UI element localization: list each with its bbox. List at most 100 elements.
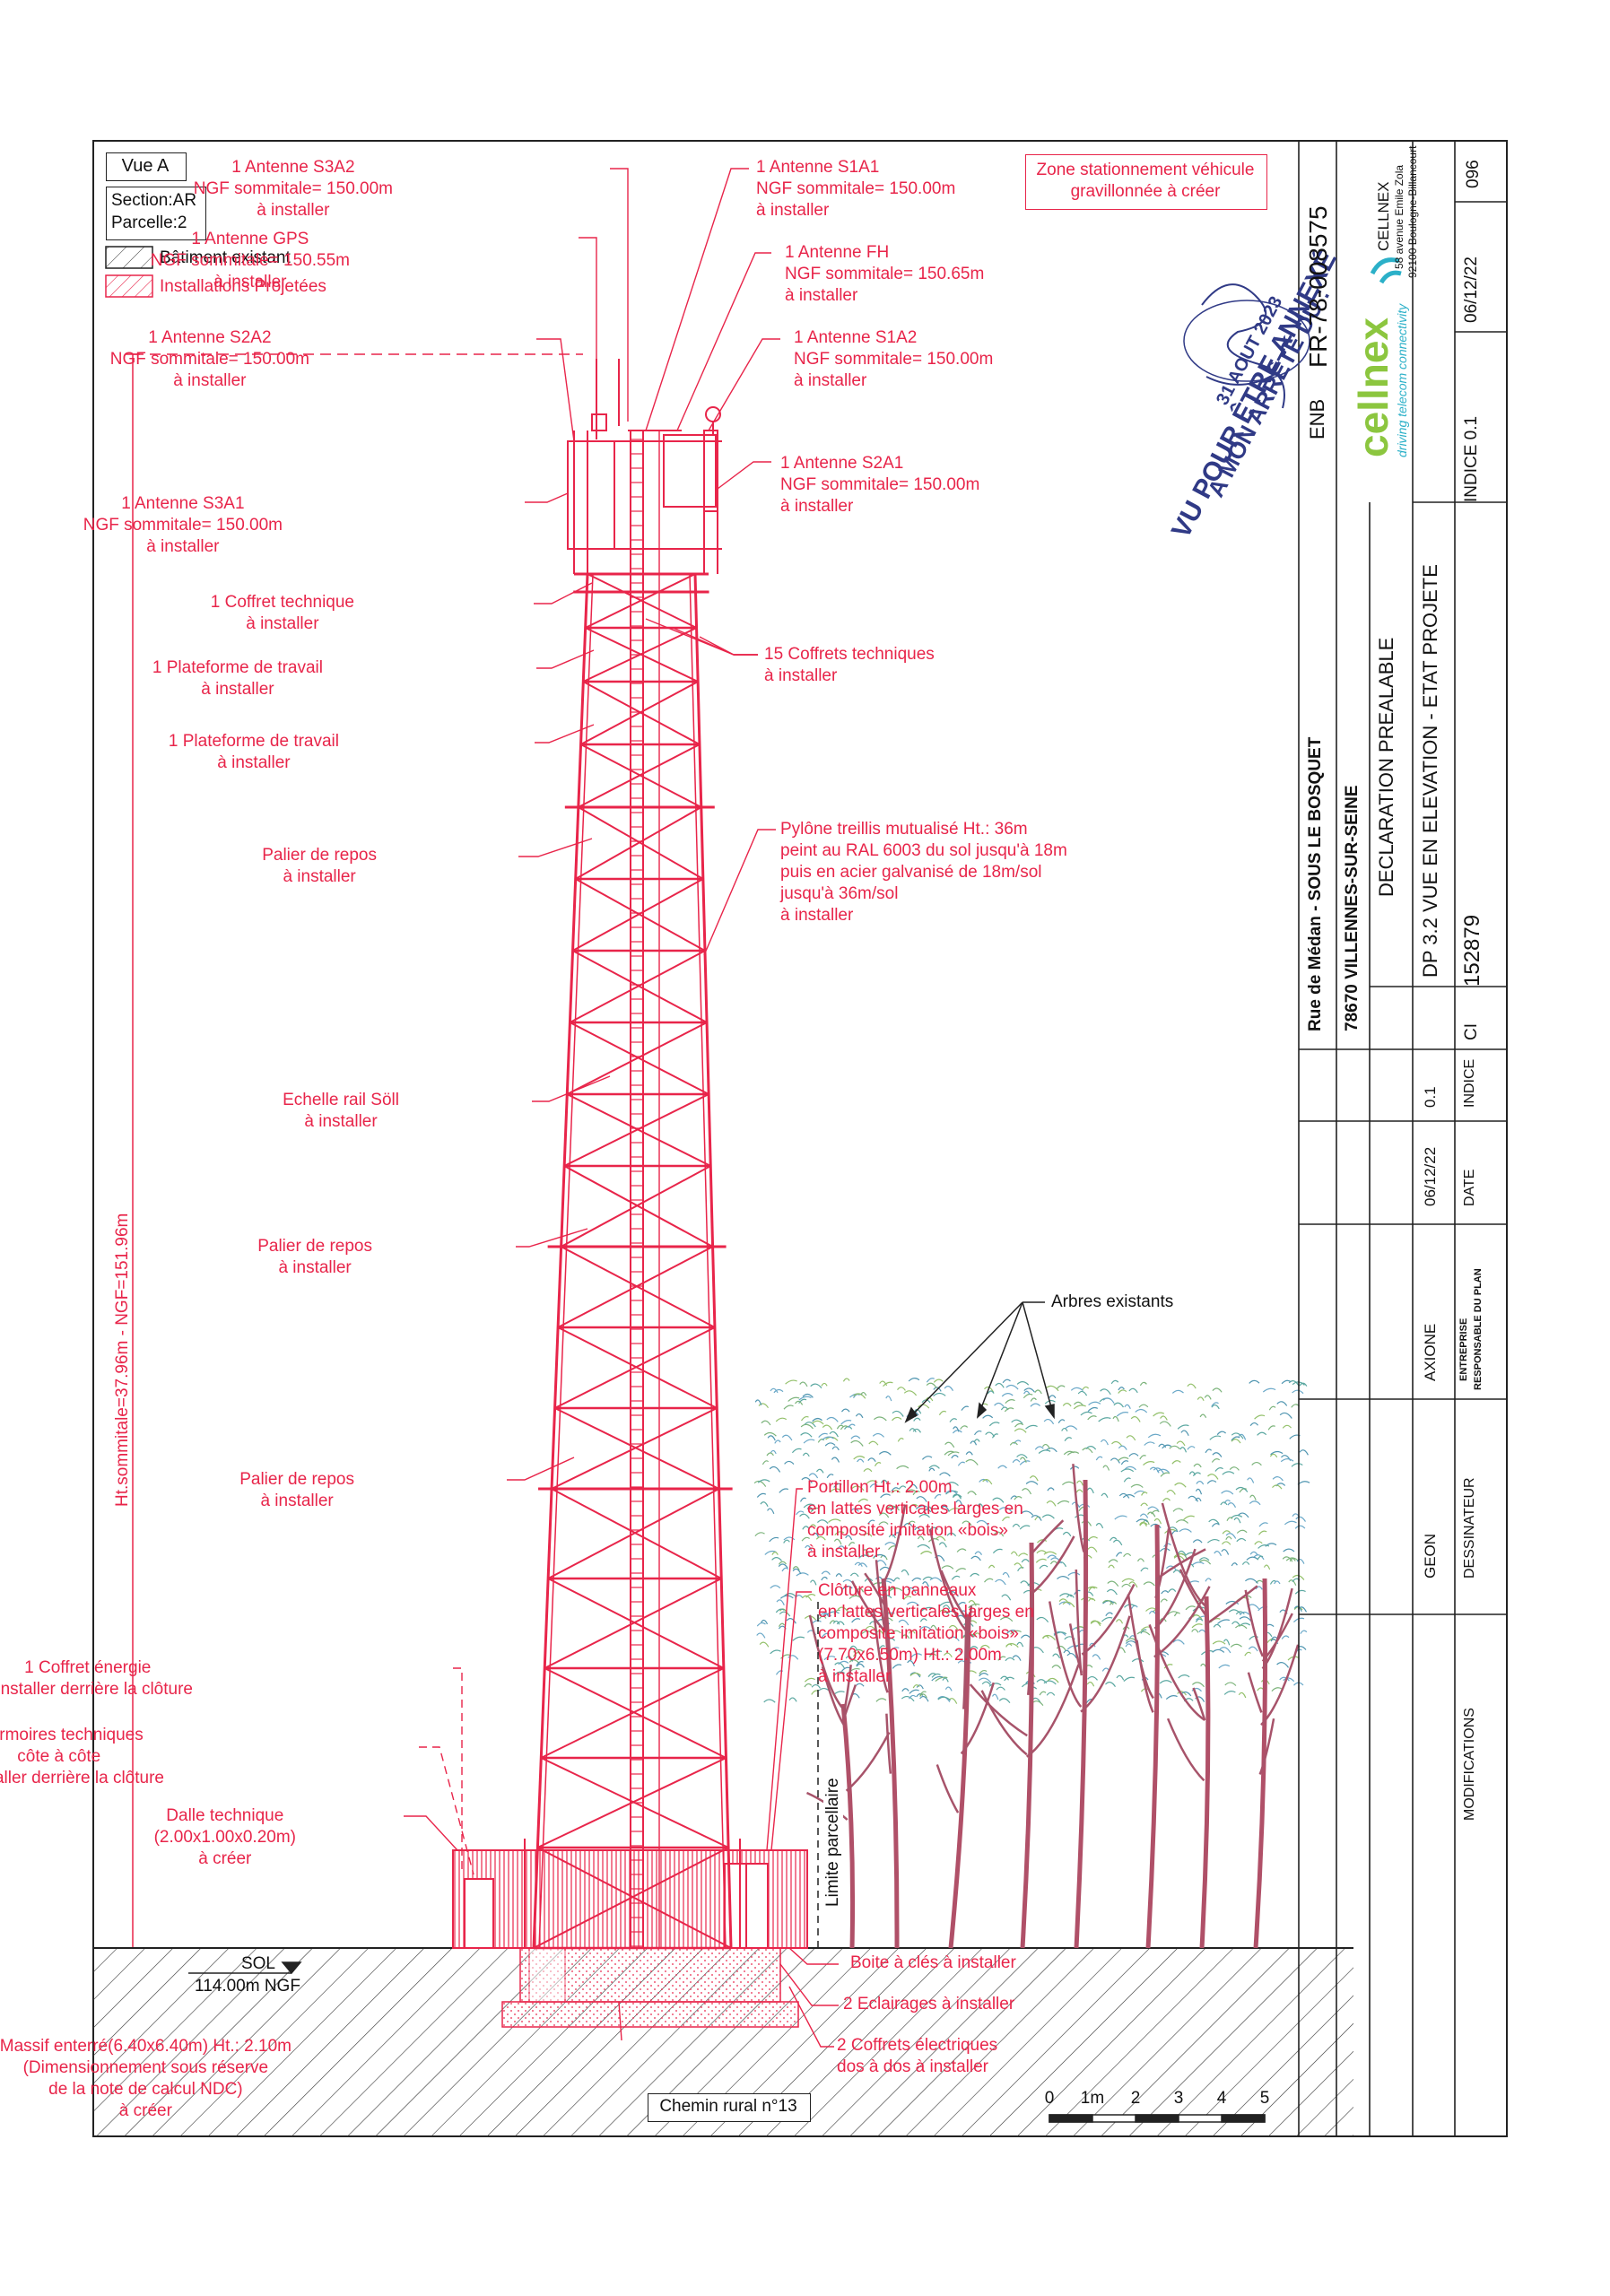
zone-note-line1: Zone stationnement véhicule	[1036, 161, 1255, 179]
tree-branch	[940, 1570, 970, 1623]
tree-leaf	[1102, 1397, 1115, 1405]
tree-leaf	[915, 1505, 927, 1510]
tree-leaf	[1233, 1517, 1241, 1524]
tree-leaf	[1225, 1533, 1237, 1539]
tree-leaf	[1289, 1558, 1296, 1562]
tree-leaf	[861, 1631, 875, 1636]
tree-leaf	[1177, 1691, 1188, 1696]
tree-leaf	[926, 1378, 935, 1383]
tree-leaf	[1052, 1653, 1061, 1659]
tower-brace	[544, 1578, 722, 1669]
tree-leaf	[1110, 1457, 1120, 1464]
tree-leaf	[824, 1442, 836, 1447]
tree-leaf	[1168, 1588, 1177, 1593]
tree-leaf	[778, 1561, 787, 1565]
tree-leaf	[991, 1433, 999, 1439]
annotation-line: de la note de calcul NDC)	[48, 2080, 243, 2099]
tree-leaf	[903, 1596, 912, 1601]
tree-leaf	[767, 1508, 775, 1515]
annotation-line: 1 Antenne S1A2	[794, 328, 918, 347]
tree-leaf	[1057, 1500, 1070, 1505]
tree-leaf	[1005, 1643, 1019, 1648]
tree-leaf	[815, 1468, 824, 1474]
tree-leaf	[880, 1493, 891, 1499]
lattice-pylon	[524, 430, 741, 1950]
tree-leaf	[890, 1630, 901, 1634]
tree-leaf	[1159, 1680, 1172, 1684]
tree-leaf	[1087, 1415, 1097, 1421]
tower-brace	[569, 950, 706, 1023]
tree-leaf	[1025, 1481, 1039, 1485]
tree-leaf	[1059, 1593, 1073, 1597]
tree-leaf	[835, 1573, 843, 1578]
tree-leaf	[907, 1587, 917, 1594]
tree-leaf	[842, 1378, 850, 1382]
tree-trunk	[881, 1578, 900, 1949]
tb-company-3: 92100 Boulogne-Billancourt	[1406, 145, 1419, 278]
annotation-line: en lattes verticales larges en	[807, 1500, 1023, 1518]
height-dimension	[126, 353, 583, 1948]
tree-leaf	[1205, 1578, 1212, 1582]
tree-leaf	[1113, 1402, 1125, 1408]
annotation-line: NGF sommitale= 150.00m	[193, 179, 393, 198]
tree-leaf	[1057, 1576, 1070, 1580]
tree-branch	[1260, 1644, 1300, 1726]
tree-leaf	[1001, 1594, 1012, 1601]
tree-leaf	[979, 1644, 990, 1648]
tree-leaf	[898, 1619, 909, 1626]
annotation-line: peint au RAL 6003 du sol jusqu'à 18m	[780, 841, 1067, 860]
tree-leaf	[1269, 1453, 1278, 1458]
tb-company-1: CELLNEX	[1375, 181, 1392, 251]
tree-leaf	[892, 1416, 902, 1422]
tree-leaf	[760, 1501, 769, 1508]
tree-leaf	[858, 1554, 870, 1559]
tree-leaf	[1271, 1687, 1283, 1692]
tree-leaf	[944, 1450, 955, 1456]
tree-leaf	[1108, 1559, 1118, 1563]
tree-leaf	[933, 1378, 944, 1383]
tree-leaf	[1225, 1535, 1232, 1540]
tree-leaf	[1165, 1565, 1177, 1570]
tree-leaf	[1130, 1416, 1141, 1422]
tree-leaf	[802, 1452, 810, 1457]
annotation-line: dos à dos à installer	[837, 2057, 988, 2076]
tree-leaf	[1002, 1378, 1011, 1384]
tree-leaf	[1160, 1472, 1171, 1477]
tree-leaf	[926, 1382, 937, 1389]
tree-leaf	[1023, 1387, 1035, 1393]
tree-leaf	[1204, 1395, 1212, 1400]
tree-leaf	[771, 1552, 779, 1555]
tree-leaf	[1236, 1538, 1247, 1543]
tree-leaf	[1061, 1427, 1068, 1432]
tree-branch	[1072, 1464, 1085, 1552]
tree-leaf	[919, 1626, 933, 1631]
tree-branch	[883, 1504, 907, 1584]
tree-leaf	[1051, 1665, 1062, 1669]
tb-header-indice: INDICE	[1462, 1058, 1477, 1108]
annotation-line: Palier de repos	[262, 846, 377, 865]
tree-leaf	[1147, 1511, 1156, 1518]
tree-leaf	[912, 1428, 922, 1433]
tb-row-indice: 0.1	[1422, 1086, 1439, 1108]
tree-leaf	[816, 1519, 829, 1524]
tree-leaf	[1187, 1446, 1196, 1450]
tree-leaf	[944, 1441, 955, 1448]
tree-leaf	[1288, 1579, 1297, 1586]
tree-leaf	[868, 1440, 879, 1446]
tree-leaf	[1046, 1500, 1057, 1507]
tree-leaf	[1176, 1440, 1186, 1447]
tree-leaf	[1300, 1630, 1308, 1635]
tree-leaf	[779, 1608, 788, 1614]
annotation-line: 15 Coffrets techniques	[764, 645, 935, 664]
tree-leaf	[952, 1430, 962, 1434]
annotation-line: (Dimensionnement sous réserve	[22, 2058, 269, 2077]
tree-leaf	[1192, 1472, 1202, 1477]
tree-leaf	[763, 1431, 777, 1437]
tree-leaf	[994, 1531, 1005, 1537]
tree-leaf	[1269, 1579, 1276, 1585]
tree-leaf	[933, 1387, 942, 1392]
tree-leaf	[1158, 1443, 1167, 1448]
section-label: Section:AR	[111, 191, 197, 210]
